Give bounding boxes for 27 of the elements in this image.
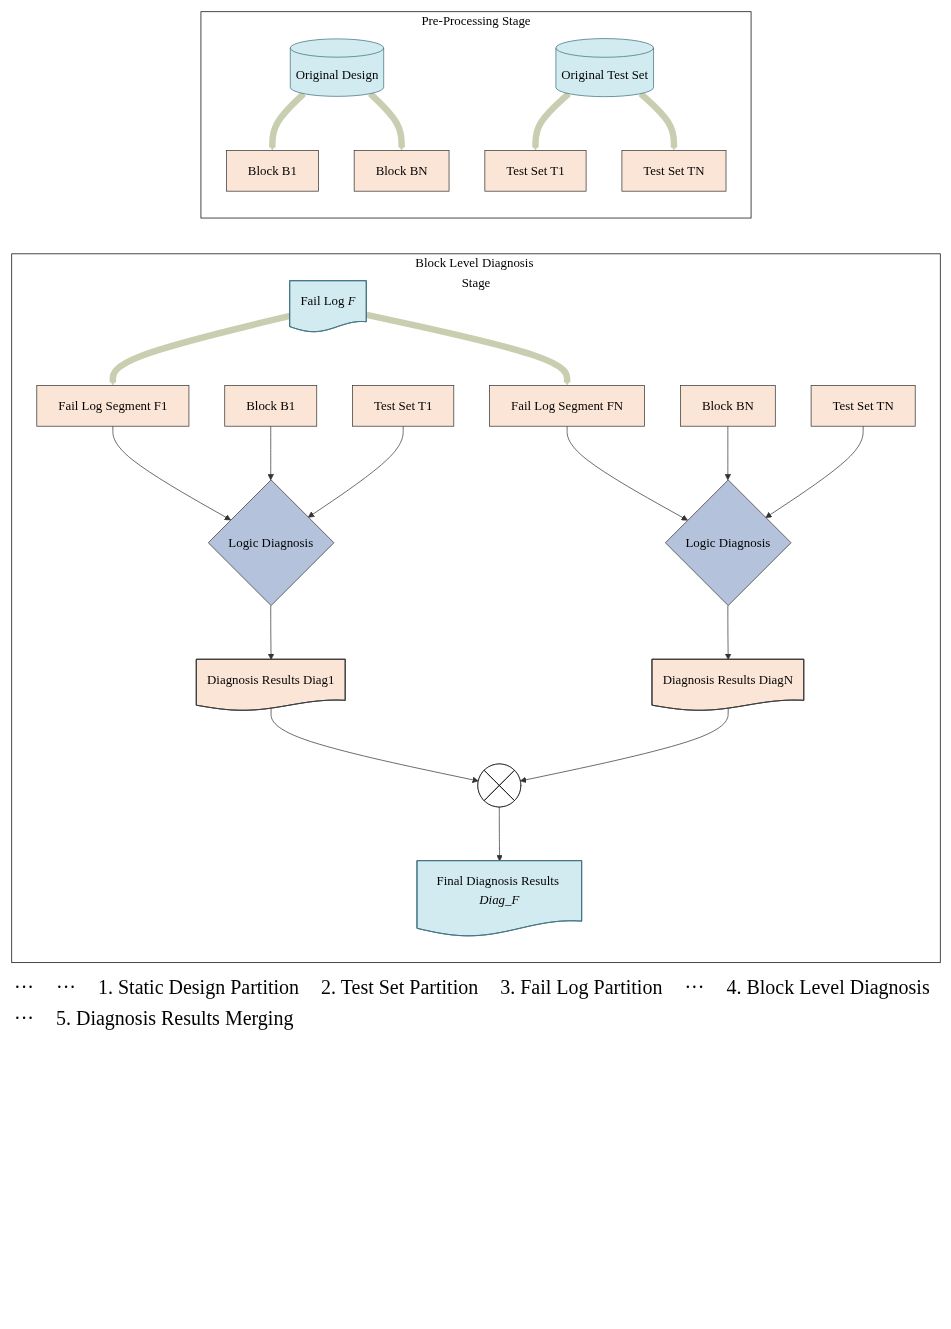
ellipsis-text: ··· (14, 976, 34, 1000)
node-diamond: Logic Diagnosis (207, 479, 335, 606)
step-label: 3. Fail Log Partition (500, 976, 663, 1000)
node-box: Block B1 (224, 385, 318, 427)
node-box: Fail Log Segment F1 (36, 385, 190, 427)
node-box: Test Set T1 (352, 385, 455, 427)
node-diamond: Logic Diagnosis (665, 479, 792, 606)
arrow (365, 311, 571, 386)
ellipsis-text: ··· (14, 1007, 34, 1031)
node-box: Block BN (680, 385, 776, 427)
step-label: 2. Test Set Partition (321, 976, 479, 1000)
node-box: Test Set T1 (484, 150, 587, 192)
step-label: 1. Static Design Partition (97, 976, 300, 1000)
arrow (532, 91, 571, 151)
node-box: Fail Log Segment FN (489, 385, 645, 427)
step-label: 4. Block Level Diagnosis (726, 976, 930, 1000)
ellipsis-text: ··· (684, 976, 705, 1000)
node-box: Test Set TN (810, 385, 916, 427)
arrow (638, 91, 678, 151)
arrow (269, 91, 306, 151)
node-box: Block BN (353, 150, 450, 192)
node-box: Test Set TN (621, 150, 727, 192)
arrow (109, 312, 291, 386)
node-box: Block B1 (226, 150, 319, 192)
arrow (368, 91, 405, 151)
step-label: 5. Diagnosis Results Merging (56, 1007, 294, 1031)
ellipsis-text: ··· (56, 976, 76, 1000)
